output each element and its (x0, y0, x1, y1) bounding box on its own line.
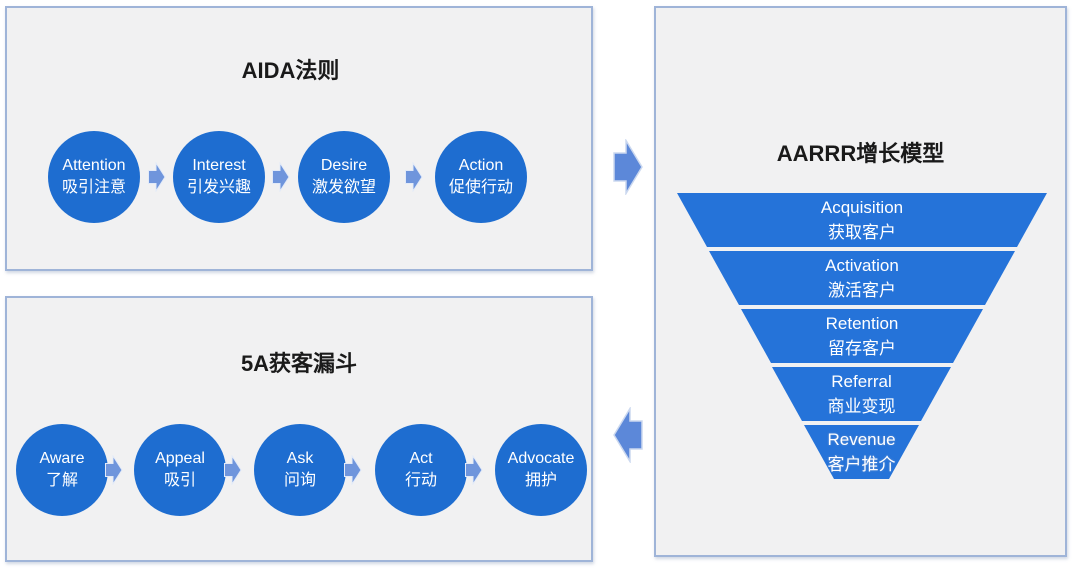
funnel-label: Revenue 客户推介 (804, 425, 919, 477)
step-label-zh: 吸引 (163, 472, 196, 489)
flow-arrow-right-icon (105, 455, 123, 485)
five-a-step-act: Act 行动 (375, 424, 467, 516)
flow-arrow-right-icon (272, 162, 290, 192)
flow-arrow-right-icon (148, 162, 166, 192)
panel-five-a: 5A获客漏斗 Aware 了解 Appeal 吸引 Ask 问询 Act 行动 (5, 296, 593, 562)
step-label-en: Interest (192, 157, 246, 174)
funnel-level-acquisition: Acquisition 获取客户 (677, 193, 1047, 247)
step-label-zh: 了解 (45, 472, 78, 489)
five-a-step-advocate: Advocate 拥护 (495, 424, 587, 516)
step-label-zh: 问询 (283, 472, 316, 489)
step-label-zh: 促使行动 (448, 179, 513, 196)
funnel-label: Retention 留存客户 (741, 309, 983, 361)
aida-step-attention: Attention 吸引注意 (48, 131, 140, 223)
funnel-level-referral: Referral 商业变现 (772, 367, 951, 421)
flow-arrow-right-icon (224, 455, 242, 485)
step-label-en: Desire (320, 157, 368, 174)
funnel-label-en: Referral (831, 372, 892, 391)
funnel-label: Activation 激活客户 (709, 251, 1015, 303)
funnel-label-zh: 客户推介 (827, 455, 896, 474)
panel-aarrr: AARRR增长模型 Acquisition 获取客户 Activation 激活… (654, 6, 1067, 557)
funnel-level-revenue: Revenue 客户推介 (804, 425, 919, 479)
funnel-trapezoid (772, 367, 951, 421)
aarrr-to-five-a-arrow-icon (613, 407, 643, 463)
funnel-level-retention: Retention 留存客户 (741, 309, 983, 363)
step-label-zh: 引发兴趣 (186, 179, 251, 196)
step-label-en: Act (409, 450, 433, 467)
funnel-label: Referral 商业变现 (772, 367, 951, 419)
five-a-title: 5A获客漏斗 (240, 351, 358, 376)
funnel-label-zh: 商业变现 (827, 397, 896, 416)
aida-title: AIDA法则 (241, 58, 340, 83)
step-label-en: Advocate (507, 450, 575, 467)
funnel-label-en: Activation (825, 256, 899, 275)
five-a-step-aware: Aware 了解 (16, 424, 108, 516)
five-a-step-appeal: Appeal 吸引 (134, 424, 226, 516)
five-a-step-ask: Ask 问询 (254, 424, 346, 516)
aida-step-interest: Interest 引发兴趣 (173, 131, 265, 223)
step-label-zh: 拥护 (524, 472, 557, 489)
step-label-en: Ask (286, 450, 314, 467)
funnel-label-zh: 留存客户 (828, 339, 896, 358)
flow-arrow-right-icon (344, 455, 362, 485)
funnel-label: Acquisition 获取客户 (677, 193, 1047, 245)
step-label-en: Action (458, 157, 504, 174)
aida-step-action: Action 促使行动 (435, 131, 527, 223)
funnel-label-en: Acquisition (820, 198, 904, 217)
funnel-label-en: Retention (825, 314, 899, 333)
funnel-trapezoid (677, 193, 1047, 247)
flow-arrow-right-icon (405, 162, 423, 192)
aarrr-title: AARRR增长模型 (776, 141, 945, 166)
step-label-zh: 激发欲望 (311, 179, 376, 196)
flow-arrow-right-icon (465, 455, 483, 485)
funnel-trapezoid (741, 309, 983, 363)
step-label-zh: 行动 (404, 472, 437, 489)
step-label-zh: 吸引注意 (61, 179, 126, 196)
aida-to-aarrr-arrow-icon (613, 139, 643, 195)
funnel-label-en: Revenue (827, 430, 896, 449)
aida-step-desire: Desire 激发欲望 (298, 131, 390, 223)
funnel-trapezoid (709, 251, 1015, 305)
panel-aida: AIDA法则 Attention 吸引注意 Interest 引发兴趣 Desi… (5, 6, 593, 271)
step-label-en: Attention (62, 157, 126, 174)
step-label-en: Appeal (155, 450, 205, 467)
step-label-en: Aware (39, 450, 85, 467)
funnel-level-activation: Activation 激活客户 (709, 251, 1015, 305)
funnel-label-zh: 激活客户 (828, 281, 896, 300)
funnel-label-zh: 获取客户 (828, 223, 896, 242)
